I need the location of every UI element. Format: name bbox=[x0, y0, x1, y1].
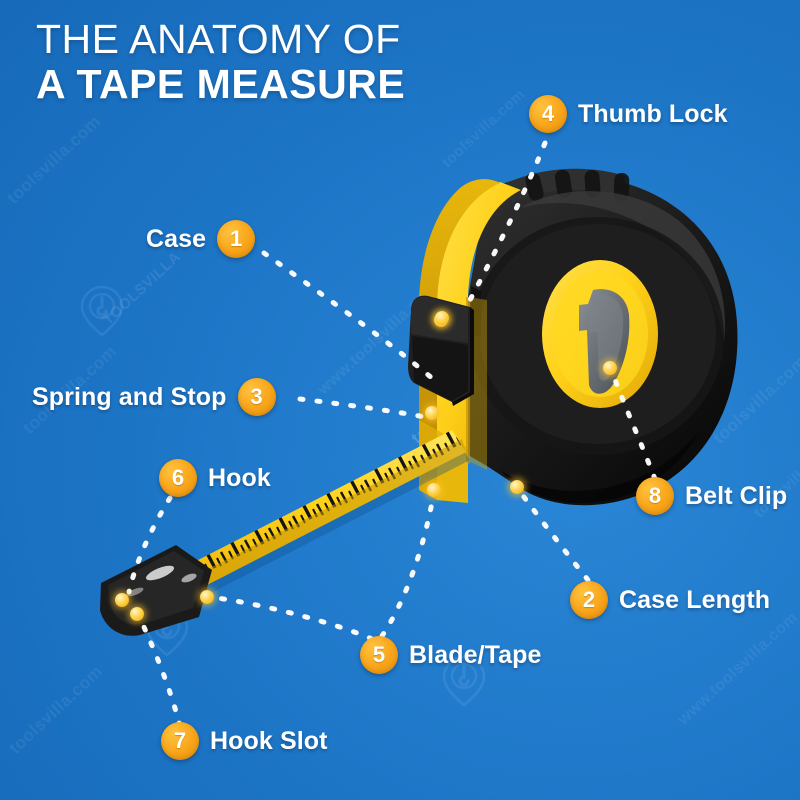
callout-blade-tape[interactable]: 5 Blade/Tape bbox=[360, 636, 542, 674]
callout-badge: 4 bbox=[529, 95, 567, 133]
anchor-dot-belt-clip bbox=[603, 361, 617, 375]
anchor-dot-thumb-lock bbox=[435, 311, 449, 325]
callout-label: Thumb Lock bbox=[578, 99, 728, 128]
callout-badge: 5 bbox=[360, 636, 398, 674]
callout-badge: 2 bbox=[570, 581, 608, 619]
callout-label: Hook bbox=[208, 463, 271, 492]
anchor-dot-hook-slot bbox=[130, 607, 144, 621]
anchor-dot-case-length bbox=[510, 480, 524, 494]
anchor-dot-spring-stop bbox=[425, 406, 439, 420]
callout-badge: 7 bbox=[161, 722, 199, 760]
callout-label: Hook Slot bbox=[210, 726, 328, 755]
title-line-1: THE ANATOMY OF bbox=[36, 16, 401, 62]
anchor-dot-blade-tape-2 bbox=[427, 483, 441, 497]
title-line-2: A TAPE MEASURE bbox=[36, 61, 406, 108]
callout-badge: 6 bbox=[159, 459, 197, 497]
callout-badge: 3 bbox=[237, 378, 276, 416]
callout-case[interactable]: 1 Case bbox=[146, 220, 256, 258]
callout-badge: 8 bbox=[636, 477, 674, 515]
callout-label: Blade/Tape bbox=[409, 640, 542, 669]
callout-label: Spring and Stop bbox=[32, 382, 227, 411]
callout-hook-slot[interactable]: 7 Hook Slot bbox=[161, 722, 328, 760]
callout-case-length[interactable]: 2 Case Length bbox=[570, 581, 770, 619]
callout-spring-and-stop[interactable]: 3 Spring and Stop bbox=[32, 378, 276, 416]
callout-belt-clip[interactable]: 8 Belt Clip bbox=[636, 477, 787, 515]
hook bbox=[100, 545, 212, 636]
anchor-dot-hook bbox=[115, 593, 129, 607]
callout-label: Case bbox=[146, 224, 207, 253]
callout-label: Case Length bbox=[619, 585, 771, 614]
callout-thumb-lock[interactable]: 4 Thumb Lock bbox=[529, 95, 728, 133]
anchor-dot-blade-tape bbox=[200, 590, 214, 604]
callout-hook[interactable]: 6 Hook bbox=[159, 459, 271, 497]
callout-badge: 1 bbox=[217, 220, 256, 258]
callout-label: Belt Clip bbox=[685, 481, 788, 510]
page-title: THE ANATOMY OF A TAPE MEASURE bbox=[36, 16, 406, 108]
